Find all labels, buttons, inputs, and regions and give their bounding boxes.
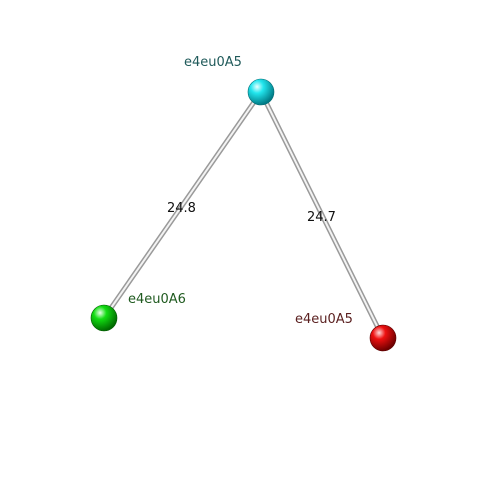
atom-a6[interactable] <box>90 304 118 332</box>
atom-a5b[interactable] <box>369 324 397 352</box>
bond-a5-a6 <box>101 89 264 321</box>
bond-distance-label-a5-a5b: 24.7 <box>307 210 336 225</box>
bond-a5-a5b <box>258 89 386 341</box>
bond-distance-label-a5-a6: 24.8 <box>167 201 196 216</box>
atom-label-a6: e4eu0A6 <box>128 292 186 307</box>
atom-label-a5: e4eu0A5 <box>184 55 242 70</box>
atom-a5[interactable] <box>247 78 275 106</box>
atom-label-a5b: e4eu0A5 <box>295 312 353 327</box>
